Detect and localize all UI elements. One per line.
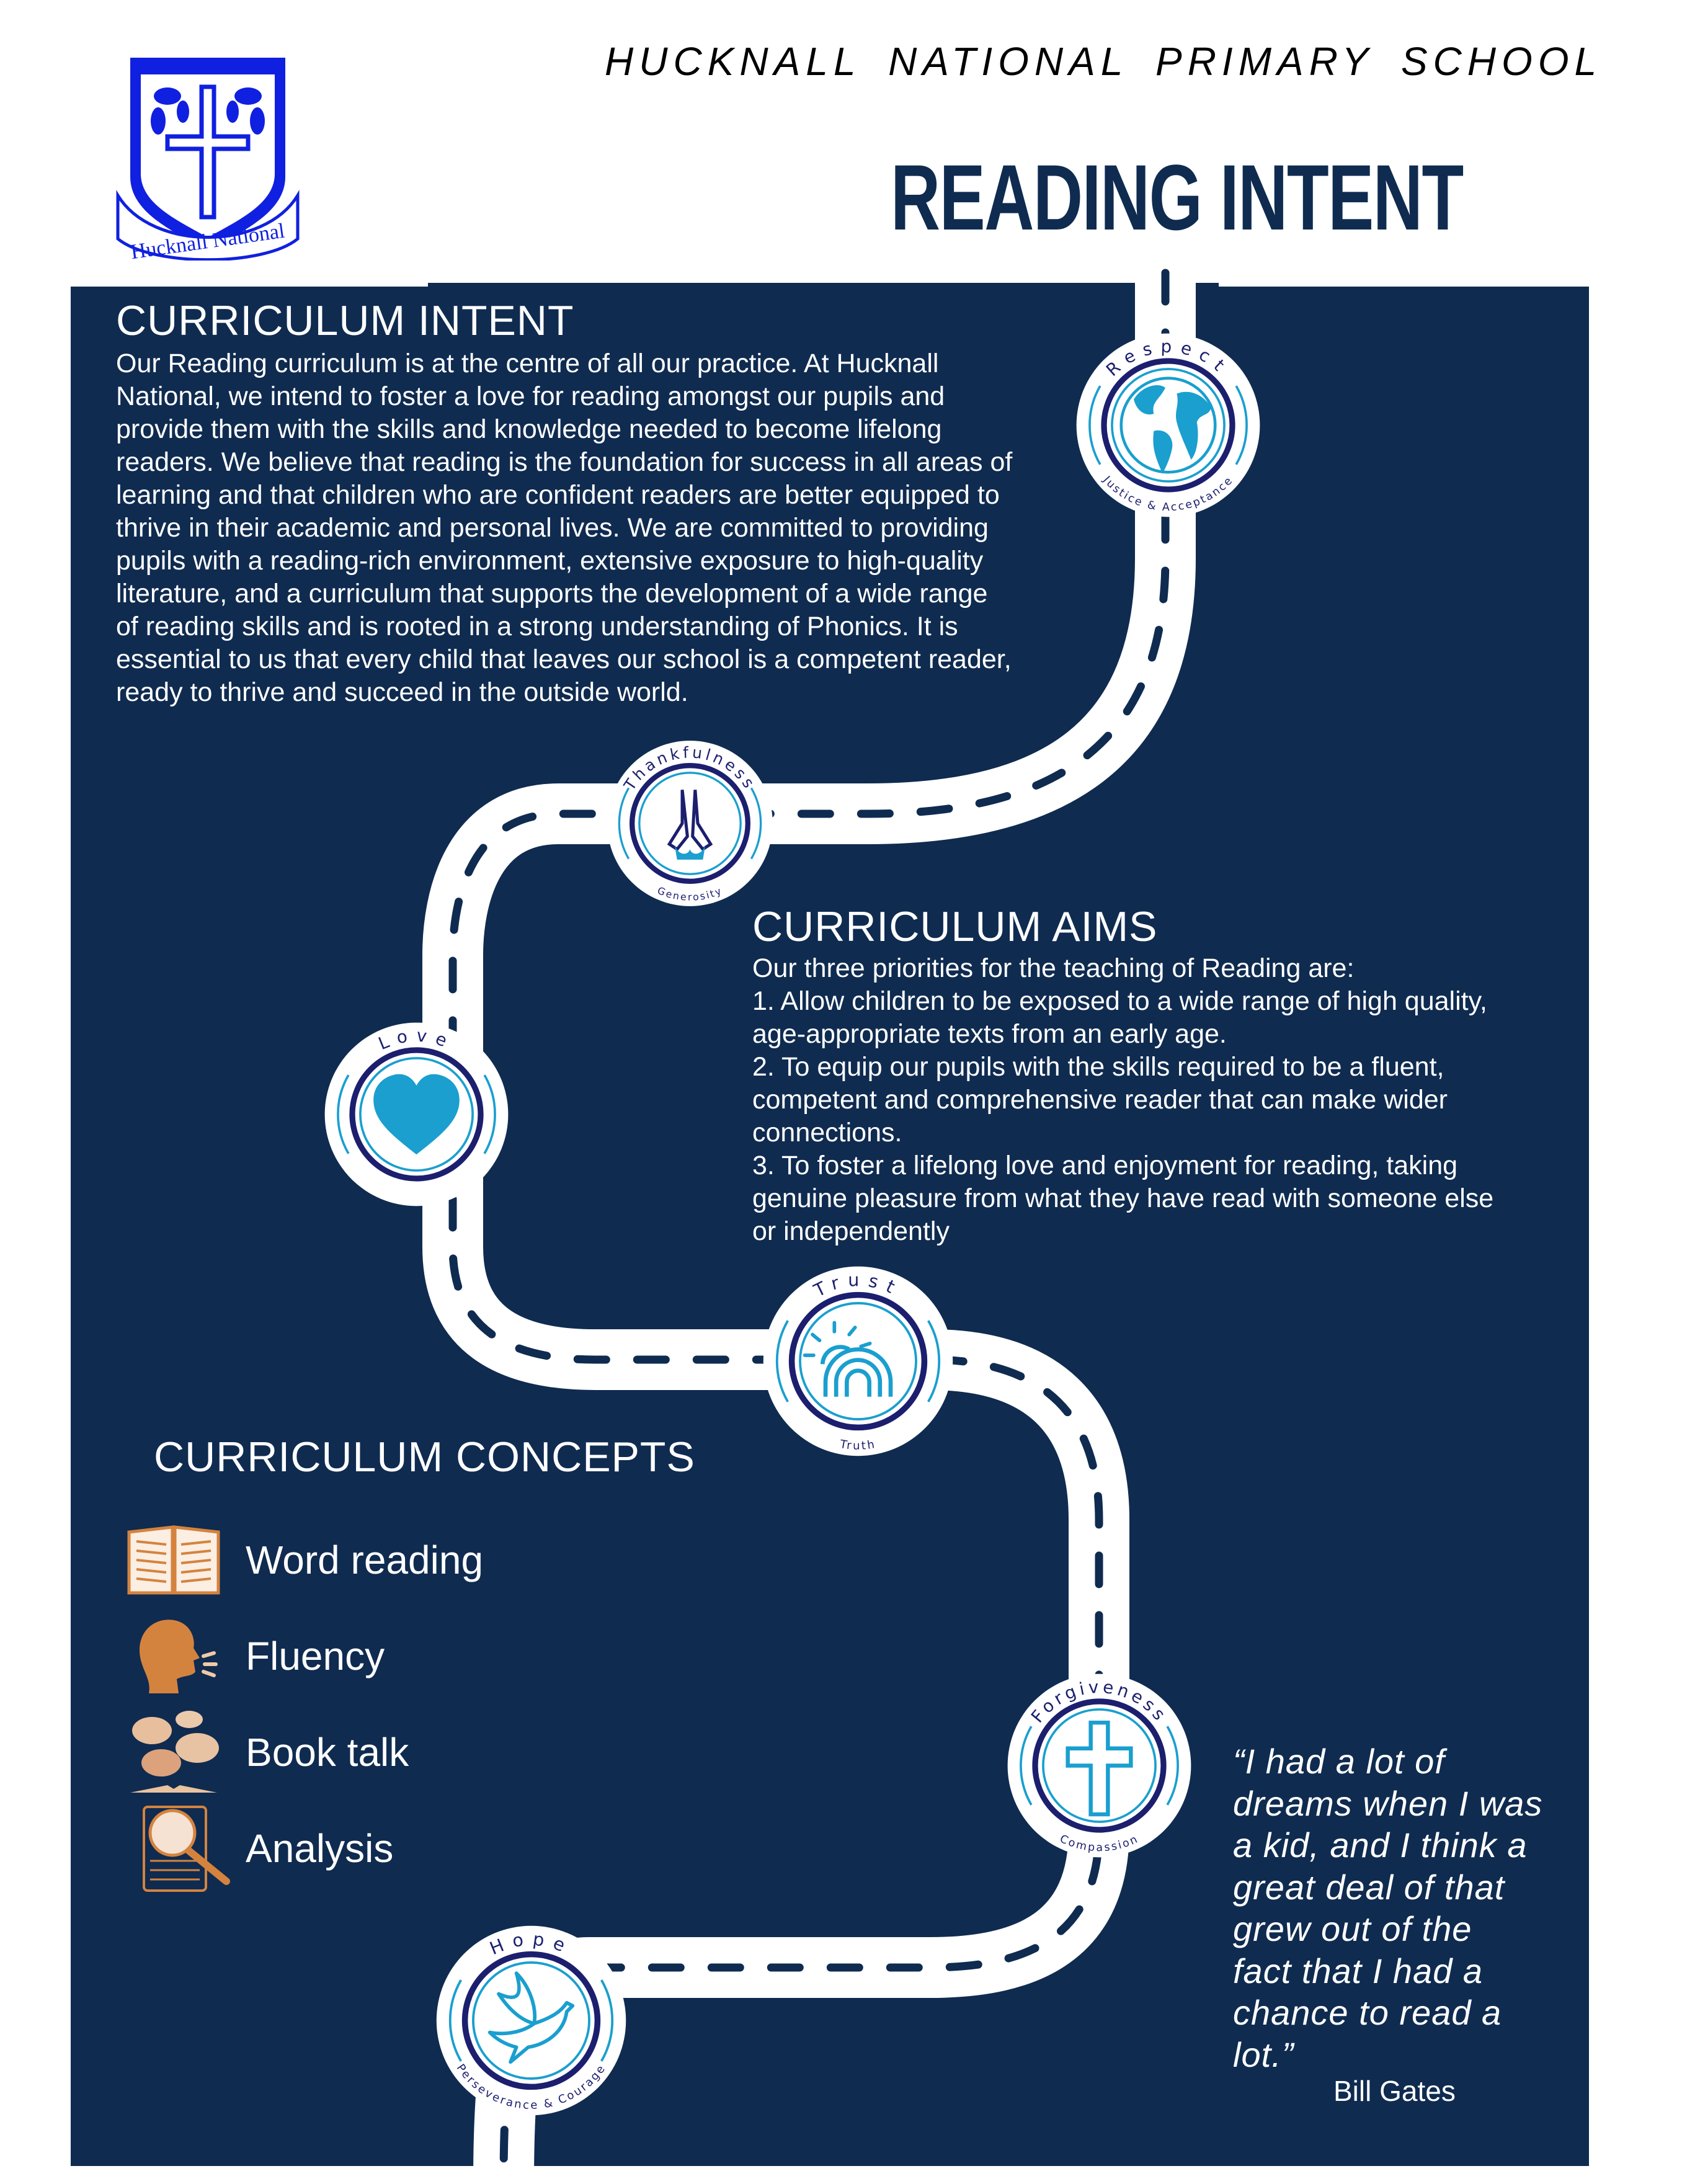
- text-line: great deal of that: [1233, 1867, 1505, 1907]
- concept-word-reading: Word reading: [124, 1513, 558, 1607]
- curriculum-intent-heading: CURRICULUM INTENT: [116, 297, 574, 344]
- value-subtitle: Truth: [838, 1437, 877, 1452]
- text-line: lot.”: [1233, 2035, 1294, 2074]
- text-line: age-appropriate texts from an early age.: [752, 1019, 1227, 1049]
- concept-label: Fluency: [246, 1634, 385, 1678]
- dove-icon: [487, 1971, 574, 2064]
- concept-label: Word reading: [246, 1538, 484, 1582]
- text-line: readers. We believe that reading is the …: [116, 447, 1013, 477]
- text-line: or independently: [752, 1216, 950, 1246]
- text-line: a kid, and I think a: [1233, 1825, 1528, 1865]
- text-line: grew out of the: [1233, 1909, 1472, 1948]
- concept-book-talk: Book talk: [124, 1706, 558, 1799]
- curriculum-concepts-heading: CURRICULUM CONCEPTS: [154, 1433, 695, 1481]
- text-line: Our Reading curriculum is at the centre …: [116, 349, 939, 378]
- heart-icon: [373, 1074, 460, 1154]
- speech-bubbles-icon: [130, 1711, 219, 1793]
- globe-icon: [1119, 376, 1217, 474]
- text-line: provide them with the skills and knowled…: [116, 414, 942, 444]
- praying-hands-icon: [667, 789, 713, 860]
- text-line: connections.: [752, 1118, 902, 1148]
- text-line: “I had a lot of: [1233, 1742, 1445, 1781]
- text-line: dreams when I was: [1233, 1783, 1543, 1823]
- text-line: fact that I had a: [1233, 1951, 1484, 1990]
- content-panel: [71, 287, 1589, 2166]
- road-center-dashes: [448, 269, 1170, 2184]
- page-title: READING INTENT: [891, 145, 1464, 249]
- text-line: competent and comprehensive reader that …: [752, 1085, 1448, 1115]
- concept-analysis: Analysis: [124, 1802, 558, 1895]
- text-line: genuine pleasure from what they have rea…: [752, 1183, 1494, 1213]
- text-line: learning and that children who are confi…: [116, 480, 1000, 510]
- text-line: 1. Allow children to be exposed to a wid…: [752, 986, 1487, 1016]
- cross-icon: [1065, 1720, 1133, 1816]
- text-line: essential to us that every child that le…: [116, 644, 1012, 674]
- concept-label: Book talk: [246, 1730, 409, 1775]
- text-line: thrive in their academic and personal li…: [116, 513, 989, 543]
- sun-rainbow-icon: [803, 1321, 892, 1397]
- school-crest-logo: Hucknall National: [115, 53, 301, 264]
- text-line: 3. To foster a lifelong love and enjoyme…: [752, 1151, 1458, 1180]
- concept-fluency: Fluency: [124, 1610, 558, 1703]
- text-line: of reading skills and is rooted in a str…: [116, 612, 958, 641]
- text-line: 2. To equip our pupils with the skills r…: [752, 1052, 1444, 1082]
- content-panel-top: [428, 283, 1219, 290]
- text-line: pupils with a reading-rich environment, …: [116, 546, 984, 576]
- text-line: literature, and a curriculum that suppor…: [116, 579, 988, 608]
- speaking-head-icon: [140, 1620, 218, 1693]
- curriculum-aims-heading: CURRICULUM AIMS: [752, 903, 1158, 950]
- quote-author: Bill Gates: [1333, 2075, 1456, 2107]
- text-line: chance to read a: [1233, 1993, 1502, 2032]
- curriculum-intent-text: Our Reading curriculum is at the centre …: [116, 347, 1012, 709]
- value-badge-love: Love: [322, 1020, 511, 1209]
- text-line: National, we intend to foster a love for…: [116, 381, 945, 411]
- text-line: ready to thrive and succeed in the outsi…: [116, 677, 688, 707]
- magnifying-glass-icon: [143, 1806, 230, 1892]
- school-name: HUCKNALL NATIONAL PRIMARY SCHOOL: [605, 39, 1603, 84]
- concept-label: Analysis: [246, 1826, 394, 1871]
- curriculum-aims-text: Our three priorities for the teaching of…: [752, 952, 1493, 1248]
- text-line: Our three priorities for the teaching of…: [752, 953, 1355, 983]
- open-book-icon: [127, 1525, 220, 1595]
